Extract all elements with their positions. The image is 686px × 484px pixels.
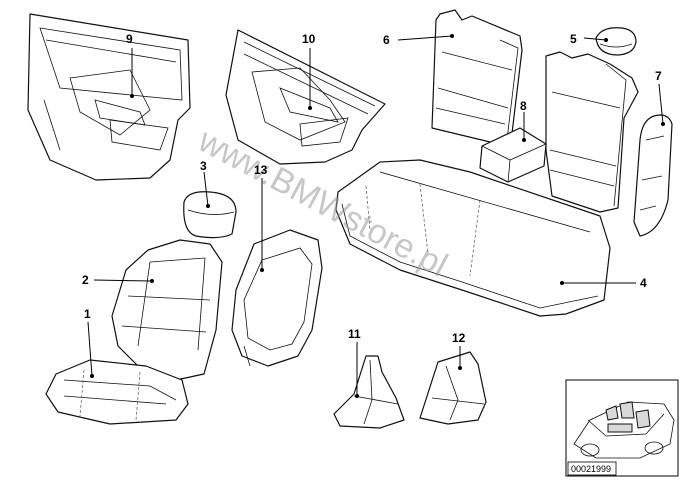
callout-4[interactable]: 4	[640, 276, 647, 290]
callout-6[interactable]: 6	[383, 33, 390, 47]
front-headrest[interactable]	[183, 191, 237, 239]
rear-seat-cushion[interactable]	[335, 159, 611, 317]
rear-backrest-left[interactable]	[431, 9, 523, 151]
leader-lines	[87, 34, 665, 398]
car-inset-thumbnail	[565, 379, 679, 477]
callout-13[interactable]: 13	[254, 163, 268, 177]
front-door-panel[interactable]	[27, 13, 191, 181]
front-backrest-cover[interactable]	[111, 239, 223, 381]
callout-3[interactable]: 3	[200, 159, 207, 173]
callout-7[interactable]: 7	[655, 69, 662, 83]
rear-headrest[interactable]	[595, 27, 637, 56]
rear-backrest-right[interactable]	[545, 51, 639, 213]
callout-9[interactable]: 9	[126, 32, 133, 46]
rear-door-panel[interactable]	[225, 29, 386, 165]
center-armrest[interactable]	[479, 127, 547, 183]
rear-side-bolster[interactable]	[633, 114, 673, 237]
callout-2[interactable]: 2	[82, 273, 89, 287]
handbrake-boot[interactable]	[419, 351, 487, 425]
callout-11[interactable]: 11	[348, 327, 361, 341]
callout-12[interactable]: 12	[452, 331, 466, 345]
front-backrest-frame[interactable]	[231, 229, 323, 367]
callout-5[interactable]: 5	[570, 32, 577, 46]
callout-8[interactable]: 8	[520, 99, 527, 113]
callout-10[interactable]: 10	[302, 32, 316, 46]
gear-shift-boot[interactable]	[333, 355, 405, 429]
callout-1[interactable]: 1	[84, 307, 91, 321]
diagram-code: 00021999	[571, 464, 611, 474]
front-seat-cushion[interactable]	[45, 359, 189, 425]
diagram-code-box	[567, 461, 617, 476]
